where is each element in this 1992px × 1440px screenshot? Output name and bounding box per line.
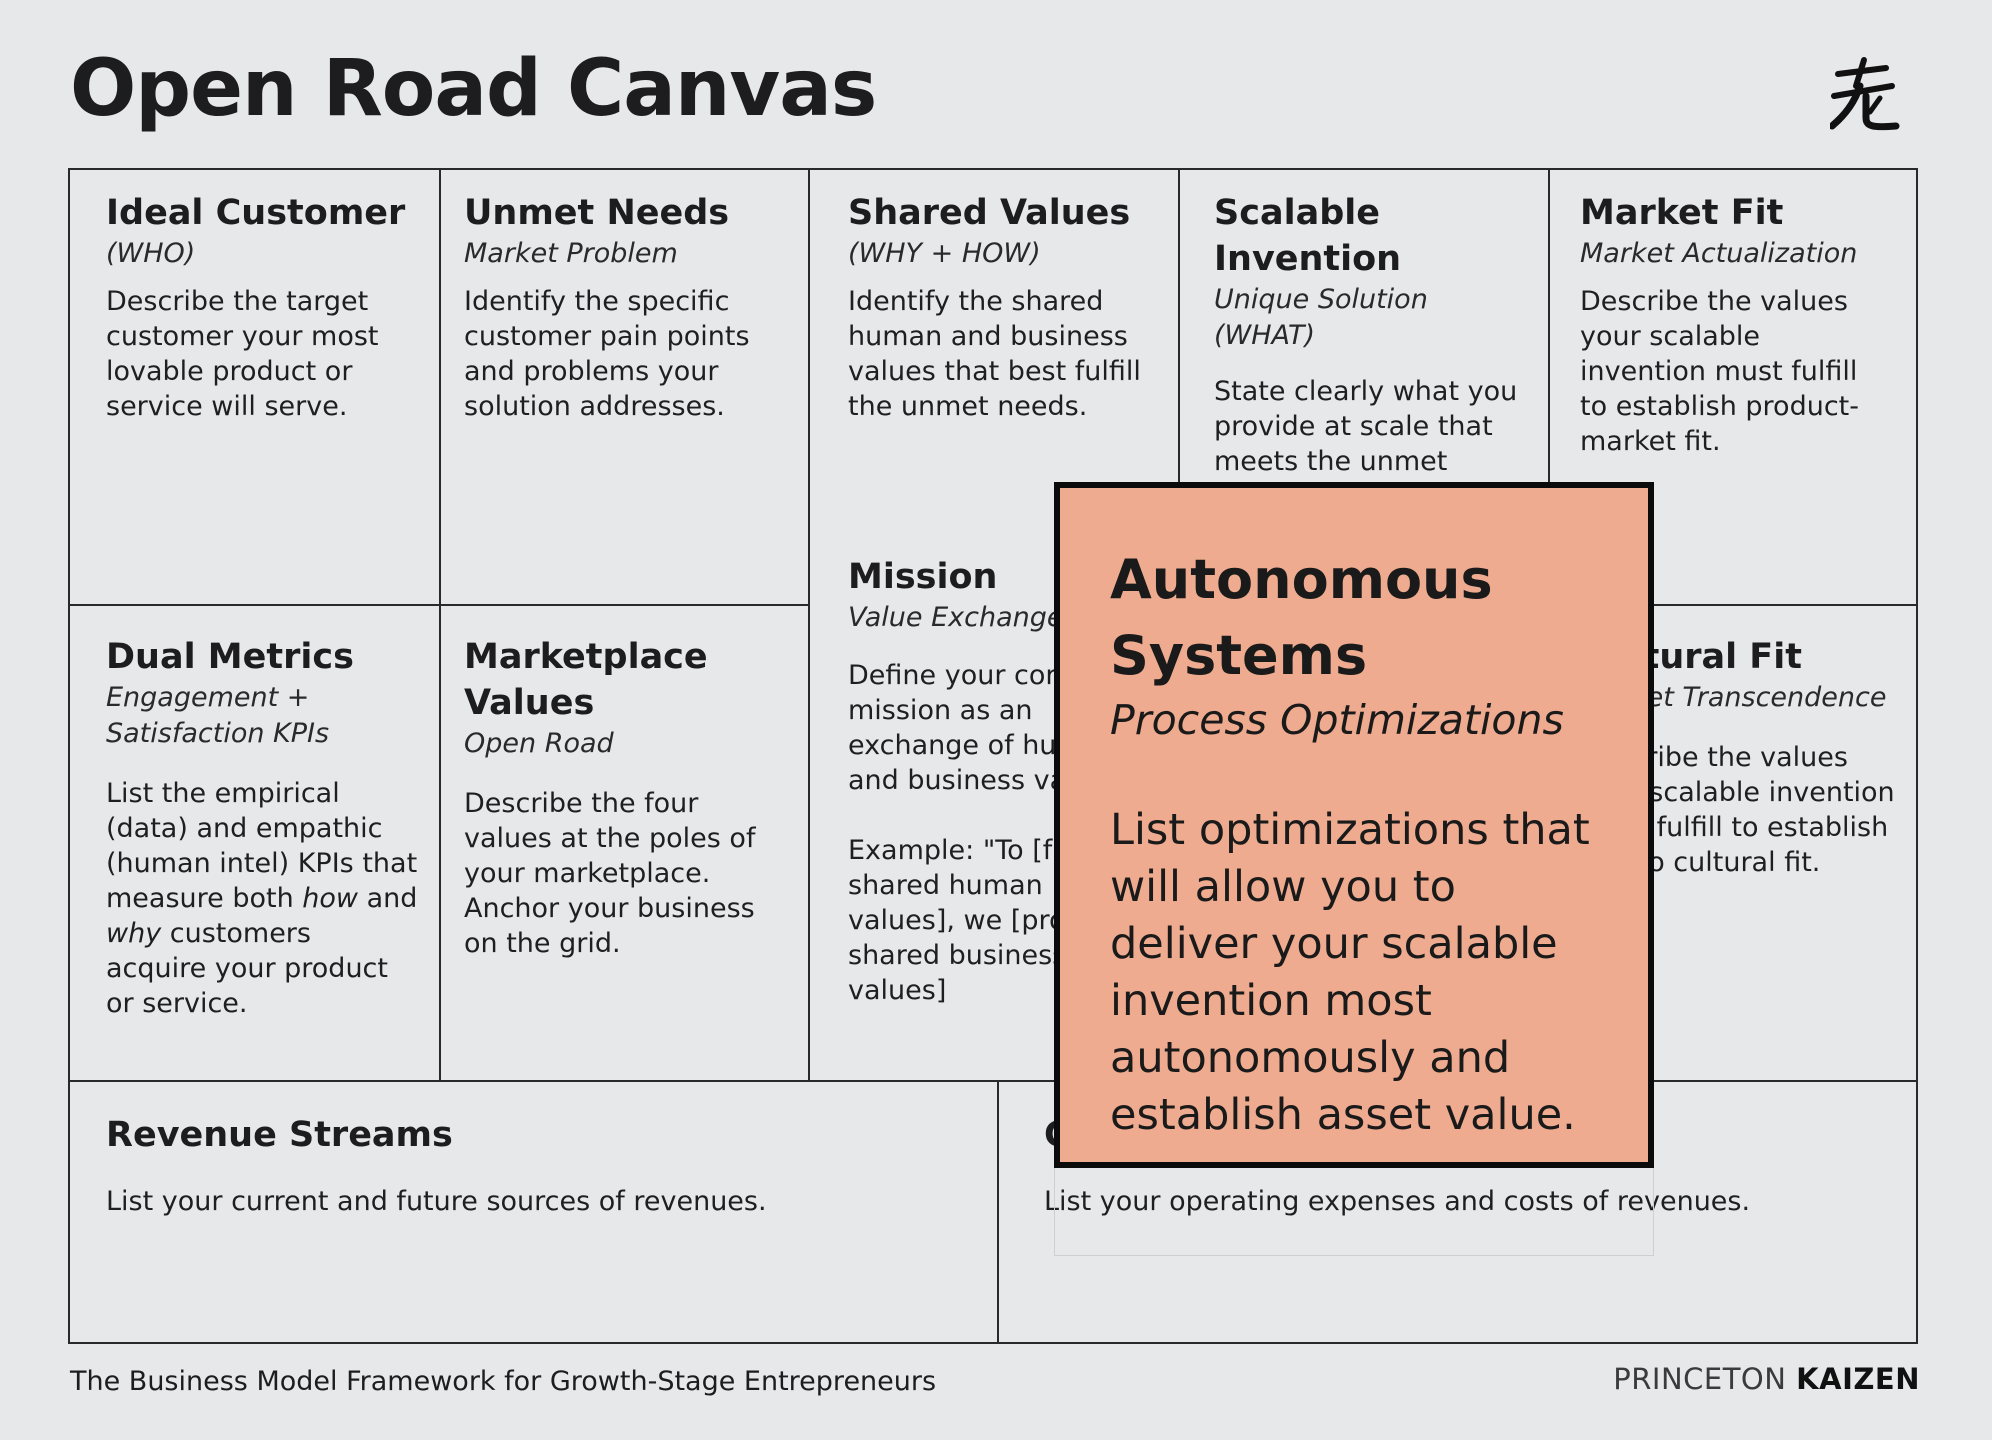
cell-title: Scalable Invention <box>1214 193 1402 279</box>
cell-revenue-streams: Revenue Streams List your current and fu… <box>106 1112 966 1219</box>
card-title: Autonomous Systems <box>1110 548 1493 687</box>
cell-description: Describe the target customer your most l… <box>106 286 379 422</box>
canvas-grid: Ideal Customer (WHO) Describe the target… <box>68 168 1918 1344</box>
cell-title: Revenue Streams <box>106 1115 453 1155</box>
cell-subtitle: Engagement + Satisfaction KPIs <box>106 682 330 749</box>
cell-dual-metrics: Dual Metrics Engagement + Satisfaction K… <box>106 634 418 1021</box>
page-title: Open Road Canvas <box>70 44 877 134</box>
divider <box>70 1080 1918 1082</box>
divider <box>1548 604 1918 606</box>
card-description: List optimizations that will allow you t… <box>1110 805 1590 1140</box>
cell-title: Unmet Needs <box>464 193 730 233</box>
cell-title: Dual Metrics <box>106 637 354 677</box>
cell-subtitle: Market Actualization <box>1580 238 1858 269</box>
cell-subtitle: (WHO) <box>106 238 196 269</box>
cell-description: List your operating expenses and costs o… <box>1044 1186 1751 1217</box>
cell-title: Market Fit <box>1580 193 1784 233</box>
divider <box>808 170 810 1082</box>
cell-ideal-customer: Ideal Customer (WHO) Describe the target… <box>106 190 416 424</box>
cell-description: Describe the four values at the poles of… <box>464 788 756 959</box>
brand-light: PRINCETON <box>1613 1362 1787 1396</box>
cell-marketplace-values: Marketplace Values Open Road Describe th… <box>464 634 764 961</box>
popup-shadow <box>1054 1166 1654 1256</box>
description-text: List the empirical (data) and empathic (… <box>106 778 418 914</box>
divider <box>439 170 441 1082</box>
cell-title: Shared Values <box>848 193 1131 233</box>
brand-bold: KAIZEN <box>1796 1362 1920 1396</box>
footer-tagline: The Business Model Framework for Growth-… <box>70 1366 937 1397</box>
cell-description: Describe the values your scalable invent… <box>1580 286 1859 457</box>
cell-title: Ideal Customer <box>106 193 406 233</box>
cell-title: Mission <box>848 557 998 597</box>
cell-market-fit: Market Fit Market Actualization Describe… <box>1580 190 1890 459</box>
cell-description: Identify the shared human and business v… <box>848 286 1141 422</box>
cell-title: Marketplace Values <box>464 637 708 723</box>
cell-scalable-invention: Scalable Invention Unique Solution (WHAT… <box>1214 190 1524 514</box>
card-subtitle: Process Optimizations <box>1110 696 1564 744</box>
divider <box>997 1082 999 1344</box>
cell-shared-values: Shared Values (WHY + HOW) Identify the s… <box>848 190 1148 424</box>
autonomous-systems-card[interactable]: Autonomous Systems Process Optimizations… <box>1054 482 1654 1168</box>
cell-description: Identify the specific customer pain poin… <box>464 286 750 422</box>
description-text: customers acquire your product or servic… <box>106 918 388 1019</box>
divider <box>70 604 808 606</box>
cell-subtitle: Unique Solution (WHAT) <box>1214 284 1428 351</box>
brand-logo: PRINCETON KAIZEN <box>1613 1362 1920 1396</box>
emphasis-why: why <box>106 918 162 949</box>
kanji-logo-icon <box>1830 57 1900 131</box>
divider <box>1178 170 1180 610</box>
emphasis-how: how <box>302 883 358 914</box>
cell-subtitle: Market Problem <box>464 238 678 269</box>
description-text: and <box>358 883 418 914</box>
cell-description: List your current and future sources of … <box>106 1186 767 1217</box>
cell-unmet-needs: Unmet Needs Market Problem Identify the … <box>464 190 774 424</box>
cell-subtitle: Value Exchange <box>848 602 1064 633</box>
cell-subtitle: (WHY + HOW) <box>848 238 1041 269</box>
cell-subtitle: Open Road <box>464 728 614 759</box>
cell-description: List the empirical (data) and empathic (… <box>106 776 418 1021</box>
